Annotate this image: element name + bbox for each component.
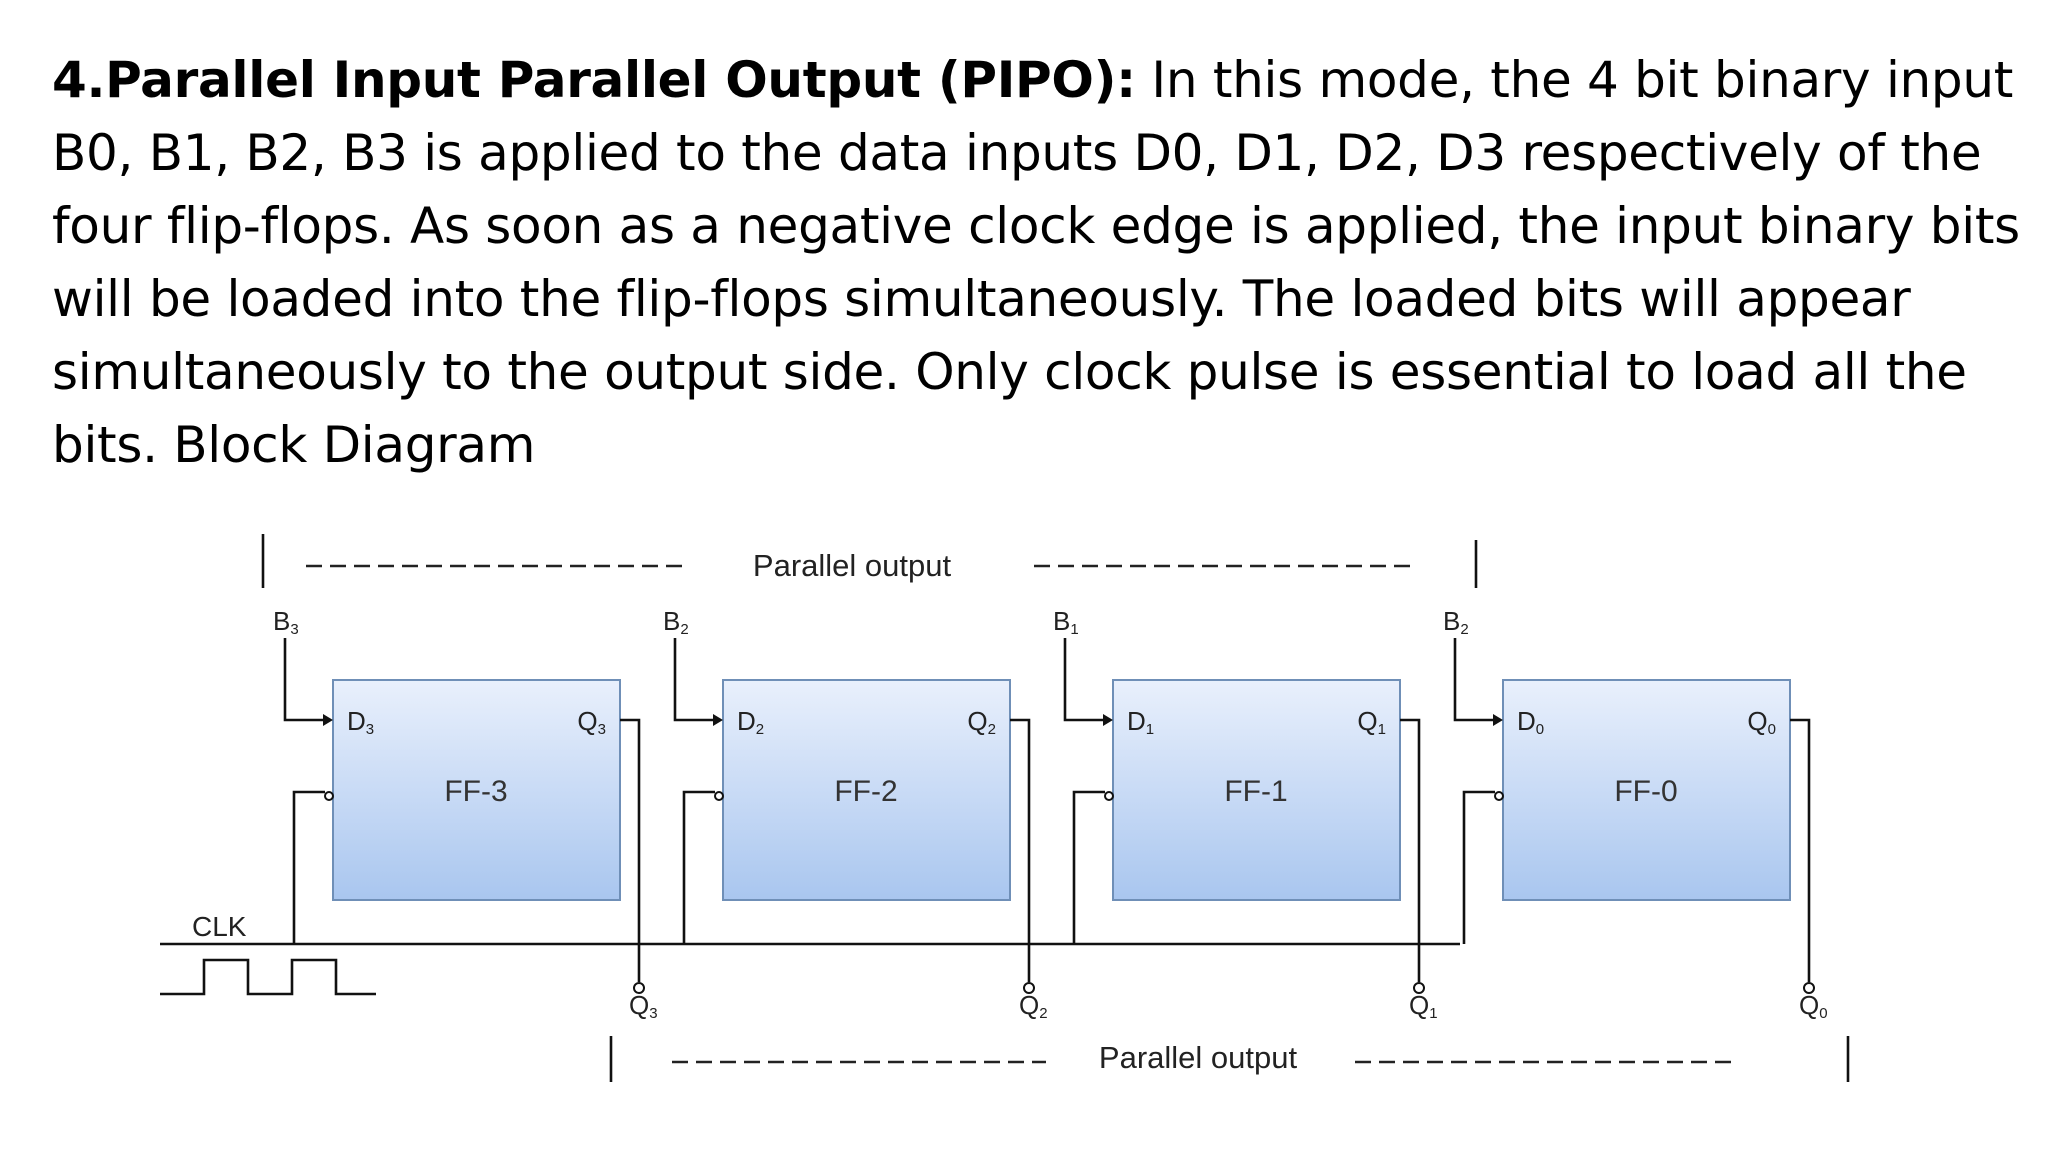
ff-3-q-label-subscript: 3 [598, 721, 606, 738]
ff-2-d-label-letter: D [737, 706, 756, 736]
ff-0-input-arrow [1493, 714, 1503, 726]
ff-1-d-label-letter: D [1127, 706, 1146, 736]
ff-3-b-label-subscript: 3 [290, 621, 298, 638]
ff-0-output-node [1803, 982, 1815, 994]
ff-1-clock-bubble [1104, 791, 1114, 801]
ff-1-output-node [1413, 982, 1425, 994]
ff-3-q-label-letter: Q [577, 706, 597, 736]
ff-0-label: FF-0 [1614, 775, 1677, 808]
ff-0-box [1502, 679, 1791, 901]
ff-1-input-wire [1063, 638, 1105, 722]
ff-0-output-label-subscript: 0 [1819, 1005, 1827, 1022]
section-body: In this mode, the 4 bit binary input B0,… [52, 51, 2020, 474]
ff-1-q-label: Q1 [1357, 706, 1386, 738]
ff-3-output-node [633, 982, 645, 994]
ff-2-clock-wire [682, 790, 715, 944]
ff-0-output-wire [1790, 718, 1811, 982]
ff-1-b-label: B1 [1053, 606, 1079, 638]
ff-0-d-label-subscript: 0 [1536, 721, 1544, 738]
ff-3-label: FF-3 [444, 775, 507, 808]
ff-0-input-wire [1453, 638, 1495, 722]
ff-1-clock-wire [1072, 790, 1105, 944]
ff-3-b-label-letter: B [273, 606, 290, 636]
ff-2-b-label: B2 [663, 606, 689, 638]
ff-2-output-label-subscript: 2 [1039, 1005, 1047, 1022]
ff-1-input-arrow [1103, 714, 1113, 726]
ff-0-output-label: Q0 [1799, 990, 1828, 1022]
ff-3-output-label-subscript: 3 [649, 1005, 657, 1022]
ff-3-output-wire [620, 718, 641, 982]
ff-1-label: FF-1 [1224, 775, 1287, 808]
ff-2-q-label: Q2 [967, 706, 996, 738]
ff-1-output-label-subscript: 1 [1429, 1005, 1437, 1022]
ff-3-d-label-subscript: 3 [366, 721, 374, 738]
ff-1-output-wire [1400, 718, 1421, 982]
ff-0-output-label-letter: Q [1799, 990, 1819, 1020]
ff-1-q-label-subscript: 1 [1378, 721, 1386, 738]
ff-3-q-label: Q3 [577, 706, 606, 738]
top-parallel-output-label: Parallel output [753, 548, 952, 583]
ff-2-label: FF-2 [834, 775, 897, 808]
ff-0-clock-wire [1462, 790, 1495, 944]
ff-0-b-label: B2 [1443, 606, 1469, 638]
ff-2-d-label-subscript: 2 [756, 721, 764, 738]
bottom-parallel-output-label: Parallel output [1099, 1040, 1298, 1075]
ff-1-d-label: D1 [1127, 706, 1154, 738]
ff-2-box [722, 679, 1011, 901]
ff-3-output-label: Q3 [629, 990, 658, 1022]
ff-0-b-label-subscript: 2 [1460, 621, 1468, 638]
slide-paragraph: 4.Parallel Input Parallel Output (PIPO):… [52, 44, 2032, 482]
ff-3-clock-bubble [324, 791, 334, 801]
ff-2-b-label-subscript: 2 [680, 621, 688, 638]
ff-0-q-label-subscript: 0 [1768, 721, 1776, 738]
ff-3-box [332, 679, 621, 901]
ff-2-clock-bubble [714, 791, 724, 801]
ff-3-input-wire [283, 638, 325, 722]
ff-1-q-label-letter: Q [1357, 706, 1377, 736]
ff-3-clock-wire [292, 790, 325, 944]
ff-2-q-label-letter: Q [967, 706, 987, 736]
ff-3-b-label: B3 [273, 606, 299, 638]
ff-1-output-label: Q1 [1409, 990, 1438, 1022]
ff-2-output-label-letter: Q [1019, 990, 1039, 1020]
clock-waveform [160, 958, 376, 996]
ff-0-d-label: D0 [1517, 706, 1544, 738]
ff-2-b-label-letter: B [663, 606, 680, 636]
ff-3-input-arrow [323, 714, 333, 726]
ff-0-clock-bubble [1494, 791, 1504, 801]
ff-1-output-label-letter: Q [1409, 990, 1429, 1020]
ff-0-b-label-letter: B [1443, 606, 1460, 636]
ff-2-output-wire [1010, 718, 1031, 982]
clock-label: CLK [192, 911, 247, 942]
ff-3-d-label-letter: D [347, 706, 366, 736]
ff-2-q-label-subscript: 2 [988, 721, 996, 738]
ff-0-q-label-letter: Q [1747, 706, 1767, 736]
ff-1-b-label-subscript: 1 [1070, 621, 1078, 638]
ff-1-b-label-letter: B [1053, 606, 1070, 636]
ff-1-box [1112, 679, 1401, 901]
ff-3-output-label-letter: Q [629, 990, 649, 1020]
ff-3-d-label: D3 [347, 706, 374, 738]
ff-2-output-label: Q2 [1019, 990, 1048, 1022]
section-heading: 4.Parallel Input Parallel Output (PIPO): [52, 51, 1136, 109]
ff-2-d-label: D2 [737, 706, 764, 738]
ff-0-d-label-letter: D [1517, 706, 1536, 736]
ff-1-d-label-subscript: 1 [1146, 721, 1154, 738]
ff-2-input-arrow [713, 714, 723, 726]
ff-2-output-node [1023, 982, 1035, 994]
ff-0-q-label: Q0 [1747, 706, 1776, 738]
ff-2-input-wire [673, 638, 715, 722]
